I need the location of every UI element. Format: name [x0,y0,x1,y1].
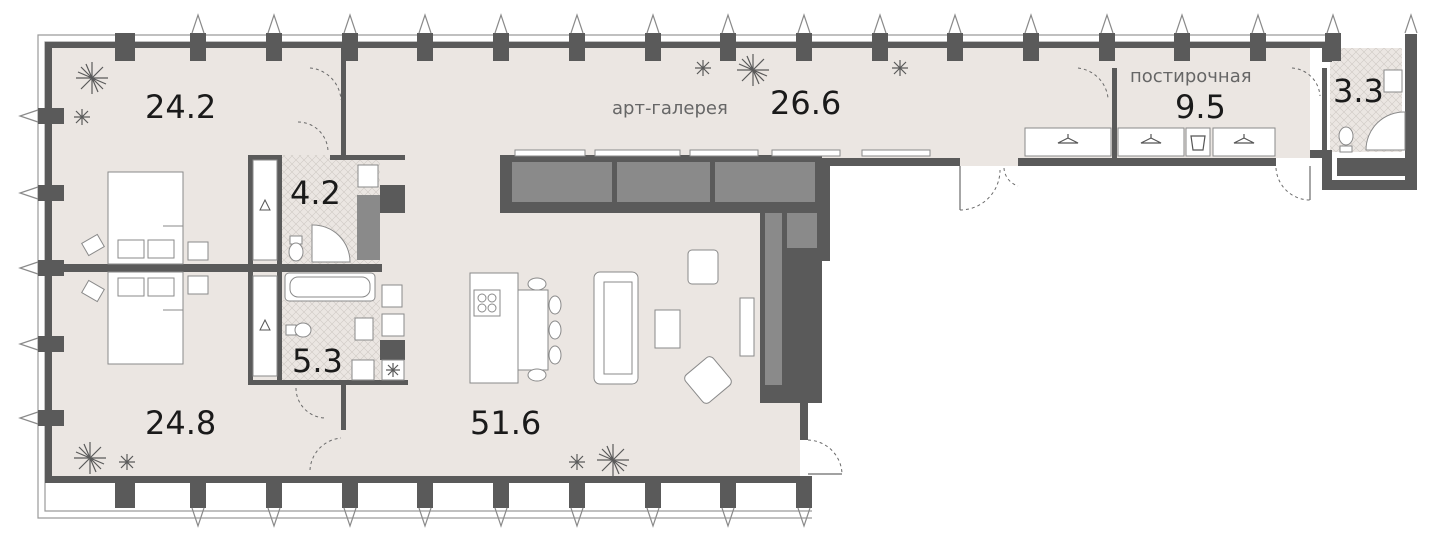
interior-walls-light [357,195,380,260]
plant-icons [74,54,908,476]
plant-icon [74,442,106,474]
room-area-living: 51.6 [470,404,541,442]
bottom-window-bays [191,507,811,528]
plant-icon [74,109,90,125]
door-swings [295,67,1321,475]
laundry-cabinets [1024,127,1276,157]
plant-icon [76,62,108,94]
left-window-bays [18,109,39,425]
plant-icon [737,54,769,86]
wardrobes [252,159,278,377]
room-area-laundry: 9.5 [1175,88,1226,126]
laundry-basket-icon [1190,135,1206,151]
room-area-wc: 3.3 [1333,72,1384,110]
door-leaves [808,166,1311,475]
room-labels: 24.2 24.8 4.2 5.3 51.6 арт-галерея 26.6 … [145,66,1384,442]
room-area-bedroom-top: 24.2 [145,88,216,126]
sofa [593,249,755,404]
room-name-laundry: постирочная [1130,66,1252,87]
plant-icon [892,60,908,76]
plant-icon [386,363,400,377]
plant-icon [569,454,585,470]
plant-icon [119,454,135,470]
storage-block [500,155,822,403]
room-name-gallery: арт-галерея [612,98,728,119]
room-area-gallery: 26.6 [770,84,841,122]
top-pilasters [115,33,1341,61]
top-window-bays [191,13,1418,34]
room-area-bathroom-top: 4.2 [290,174,341,212]
bed-bottom [81,271,209,365]
interior-walls [52,48,1405,430]
plant-icon [695,60,711,76]
bottom-pilasters [115,476,812,508]
hanger-icon [1057,134,1255,144]
kitchen-island [469,272,562,384]
bathroom-fixtures [284,69,1406,381]
bed-top [81,171,209,265]
left-pilasters [38,108,64,426]
plant-icon [597,444,629,476]
gallery-cabinets [514,149,931,157]
room-area-bathroom-bottom: 5.3 [292,342,343,380]
room-area-bedroom-bottom: 24.8 [145,404,216,442]
